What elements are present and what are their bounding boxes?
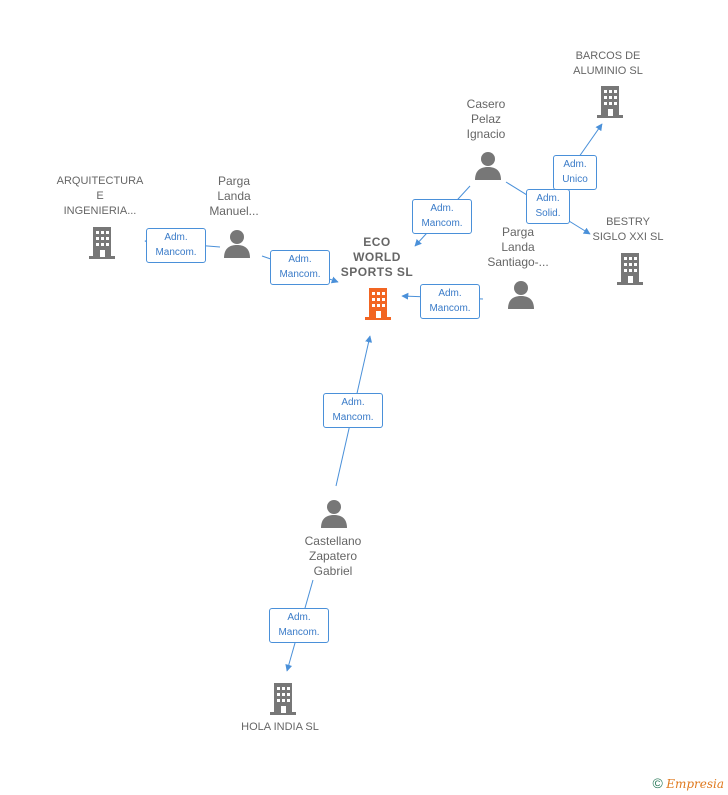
person-icon-parga-santiago[interactable] (508, 281, 534, 309)
company-label-barcos[interactable]: BARCOS DE ALUMINIO SL (573, 50, 643, 77)
copyright-icon: © (652, 775, 663, 791)
main-company-label[interactable]: ECO WORLD SPORTS SL (340, 235, 414, 279)
footer-brand: © Empresia (653, 775, 724, 791)
person-icon-casero[interactable] (475, 152, 501, 180)
company-label-arquitectura[interactable]: ARQUITECTURA E INGENIERIA... (56, 175, 144, 217)
person-label-parga-santiago[interactable]: Parga Landa Santiago-... (487, 225, 549, 269)
building-icon-bestry[interactable] (617, 253, 643, 285)
company-label-bestry[interactable]: BESTRY SIGLO XXI SL (592, 216, 664, 243)
relation-box-manuel-main: Adm. Mancom. (270, 250, 330, 285)
person-label-castellano[interactable]: Castellano Zapatero Gabriel (304, 534, 362, 578)
relation-box-casero-barcos: Adm. Unico (553, 155, 597, 190)
person-label-casero[interactable]: Casero Pelaz Ignacio (466, 97, 506, 141)
relation-box-santiago-main: Adm. Mancom. (420, 284, 480, 319)
relation-box-castellano-main: Adm. Mancom. (323, 393, 383, 428)
building-icon-barcos[interactable] (597, 86, 623, 118)
person-icon-castellano[interactable] (321, 500, 347, 528)
brand-logo: Empresia (666, 777, 724, 791)
person-icon-parga-manuel[interactable] (224, 230, 250, 258)
building-icon-arquitectura[interactable] (89, 227, 115, 259)
building-icon-main[interactable] (365, 288, 391, 320)
relation-box-casero-bestry: Adm. Solid. (526, 189, 570, 224)
company-label-hola[interactable]: HOLA INDIA SL (241, 721, 319, 733)
person-label-parga-manuel[interactable]: Parga Landa Manuel... (209, 174, 259, 218)
relation-box-arq-manuel: Adm. Mancom. (146, 228, 206, 263)
relation-box-casero-main: Adm. Mancom. (412, 199, 472, 234)
relation-box-castellano-hola: Adm. Mancom. (269, 608, 329, 643)
building-icon-hola[interactable] (270, 683, 296, 715)
